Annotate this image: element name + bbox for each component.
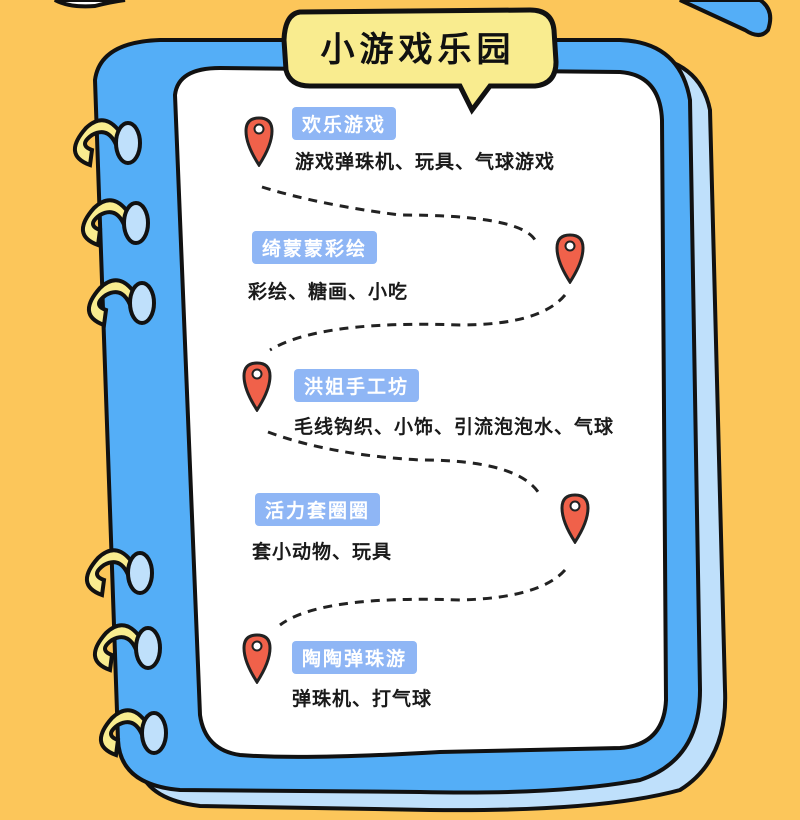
ring-6	[99, 708, 168, 758]
binding-rings	[73, 118, 168, 758]
stop-description: 套小动物、玩具	[252, 541, 393, 563]
stop-name-tag: 欢乐游戏	[292, 107, 397, 140]
cloud-decoration	[54, 0, 126, 9]
page-title: 小游戏乐园	[320, 29, 516, 70]
map-pin-icon	[242, 361, 272, 412]
stop-name-tag: 陶陶弹珠游	[292, 641, 418, 674]
map-pin-icon	[560, 493, 590, 544]
ring-3	[87, 278, 156, 328]
ring-2	[81, 198, 150, 248]
stop-name-tag: 绮蒙蒙彩绘	[252, 231, 378, 264]
ring-4	[85, 548, 154, 598]
stop-name-tag: 洪姐手工坊	[294, 369, 420, 402]
ring-5	[93, 623, 162, 673]
title-bubble-shape	[281, 7, 559, 115]
map-pin-icon	[242, 633, 272, 684]
stop-description: 彩绘、糖画、小吃	[248, 281, 409, 303]
route-path	[261, 185, 567, 627]
ring-1	[73, 118, 142, 168]
stop-description: 游戏弹珠机、玩具、气球游戏	[295, 151, 556, 173]
stop-description: 弹珠机、打气球	[292, 688, 433, 710]
stop-name-tag: 活力套圈圈	[255, 493, 381, 526]
map-pin-icon	[244, 116, 274, 167]
stop-description: 毛线钩织、小饰、引流泡泡水、气球	[294, 416, 615, 438]
corner-decoration	[679, 0, 773, 37]
map-pin-icon	[555, 233, 585, 284]
